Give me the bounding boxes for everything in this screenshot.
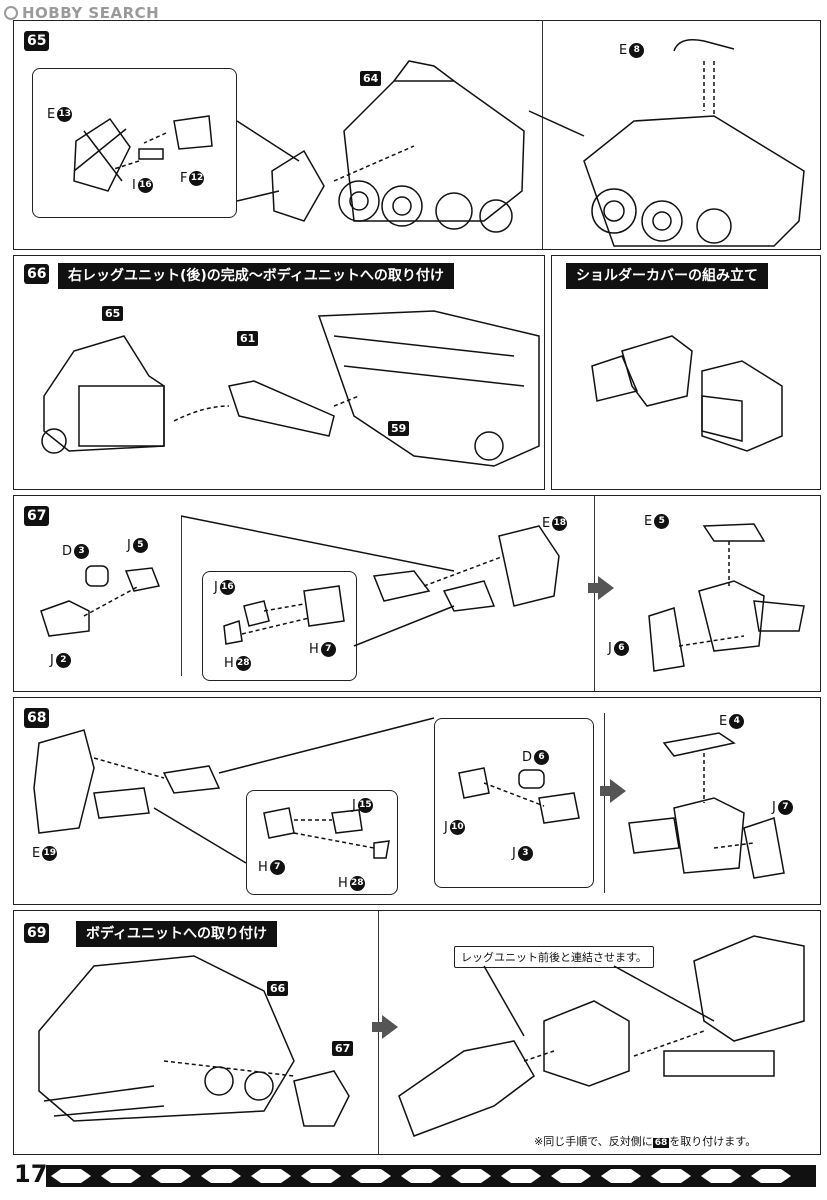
step-67-number: 67 bbox=[24, 506, 50, 526]
step-65-detail-box bbox=[32, 68, 237, 218]
ref-67: 67 bbox=[332, 1041, 354, 1056]
ref-66: 66 bbox=[267, 981, 289, 996]
watermark-logo-icon bbox=[4, 6, 18, 20]
decorative-chain-band bbox=[46, 1165, 816, 1187]
step-66-title: 右レッグユニット(後)の完成～ボディユニットへの取り付け bbox=[58, 263, 454, 289]
ref-59: 59 bbox=[388, 421, 410, 436]
step-67-next-arrow-icon bbox=[598, 576, 614, 600]
step-66-number: 66 bbox=[24, 264, 50, 284]
step-67-illustration bbox=[40, 515, 805, 672]
step-66-illustration bbox=[41, 310, 540, 467]
shoulder-cover-panel: ショルダーカバーの組み立て bbox=[551, 255, 821, 490]
step-69-illustration bbox=[38, 935, 805, 1137]
ref-64: 64 bbox=[360, 71, 382, 86]
step-69-panel: 69 ボディユニットへの取り付け 66 67 レッグユニット前後と連結させます。… bbox=[13, 910, 821, 1155]
note-ref-68: 68 bbox=[652, 1138, 670, 1148]
step-68-divider bbox=[604, 713, 605, 893]
step-68-arrow-bar bbox=[600, 786, 610, 796]
step-68-illustration bbox=[33, 717, 785, 879]
step-69-title: ボディユニットへの取り付け bbox=[76, 921, 278, 947]
step-68-detail-box-right bbox=[434, 718, 594, 888]
shoulder-cover-illustration bbox=[591, 335, 783, 452]
step-69-next-arrow-icon bbox=[382, 1015, 398, 1039]
watermark-text: HOBBY SEARCH bbox=[22, 4, 160, 22]
watermark: HOBBY SEARCH bbox=[4, 4, 159, 22]
step-66-panel: 66 右レッグユニット(後)の完成～ボディユニットへの取り付け 65 61 59 bbox=[13, 255, 545, 490]
note-text-after: を取り付けます。 bbox=[669, 1135, 757, 1148]
ref-65: 65 bbox=[102, 306, 124, 321]
step-69-callout: レッグユニット前後と連結させます。 bbox=[454, 946, 654, 968]
step-69-divider bbox=[378, 911, 379, 1154]
shoulder-cover-title: ショルダーカバーの組み立て bbox=[566, 263, 768, 289]
step-69-number: 69 bbox=[24, 923, 50, 943]
step-67-divider-left bbox=[181, 516, 182, 676]
step-67-arrow-bar bbox=[588, 583, 598, 593]
step-69-arrow-bar bbox=[372, 1022, 382, 1032]
ref-61: 61 bbox=[237, 331, 259, 346]
note-text-before: ※同じ手順で、反対側に bbox=[534, 1135, 653, 1148]
step-67-divider-right bbox=[594, 496, 595, 691]
step-65-number: 65 bbox=[24, 31, 50, 51]
step-68-next-arrow-icon bbox=[610, 779, 626, 803]
step-68-number: 68 bbox=[24, 708, 50, 728]
page-number: 17 bbox=[14, 1160, 48, 1188]
step-65-illustration bbox=[73, 39, 805, 247]
step-65-divider bbox=[542, 21, 543, 249]
